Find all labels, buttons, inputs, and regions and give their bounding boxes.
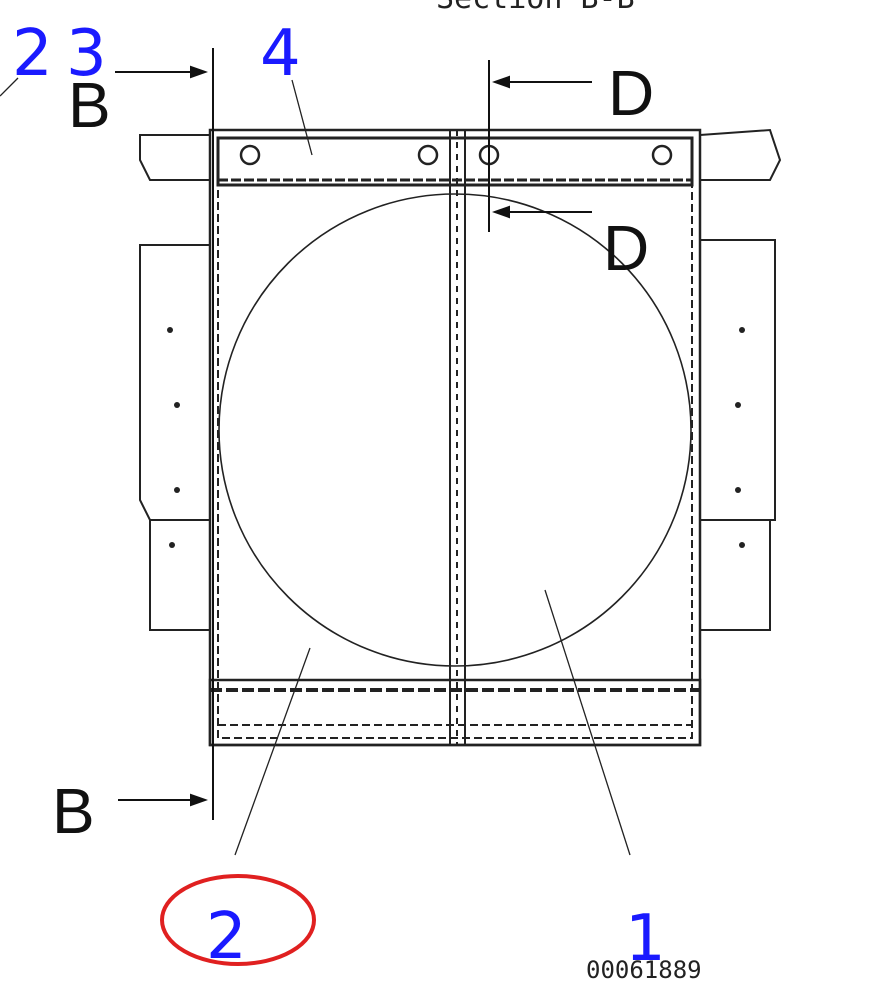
callout-2-highlighted[interactable]: 2 <box>206 900 247 974</box>
section-marker-d-bottom: D <box>603 212 649 284</box>
callout-2-top: 2 <box>12 17 53 91</box>
left-lower-plate <box>149 519 211 631</box>
center-divider <box>449 129 466 746</box>
leader-lines <box>0 77 631 856</box>
callout-3: 3 <box>66 17 107 91</box>
inner-frame <box>217 137 693 739</box>
right-side-plate <box>699 239 776 521</box>
frame <box>139 128 782 747</box>
highlight-ellipse <box>160 874 316 966</box>
drawing-number: 00061889 <box>586 956 702 982</box>
section-marker-d-top: D <box>608 57 654 129</box>
fan-circle <box>218 193 692 667</box>
section-lines <box>115 48 592 820</box>
callout-4: 4 <box>260 17 301 91</box>
holes <box>167 327 745 548</box>
top-bar <box>216 136 694 187</box>
section-title: Section B-B <box>436 0 635 16</box>
left-top-bracket <box>139 134 211 181</box>
callout-1: 1 <box>625 902 666 976</box>
right-lower-plate <box>699 519 771 631</box>
left-side-plate <box>139 244 211 521</box>
section-marker-b-top: B <box>68 69 111 141</box>
section-marker-b-bottom: B <box>52 775 95 847</box>
right-top-bracket <box>699 128 782 181</box>
